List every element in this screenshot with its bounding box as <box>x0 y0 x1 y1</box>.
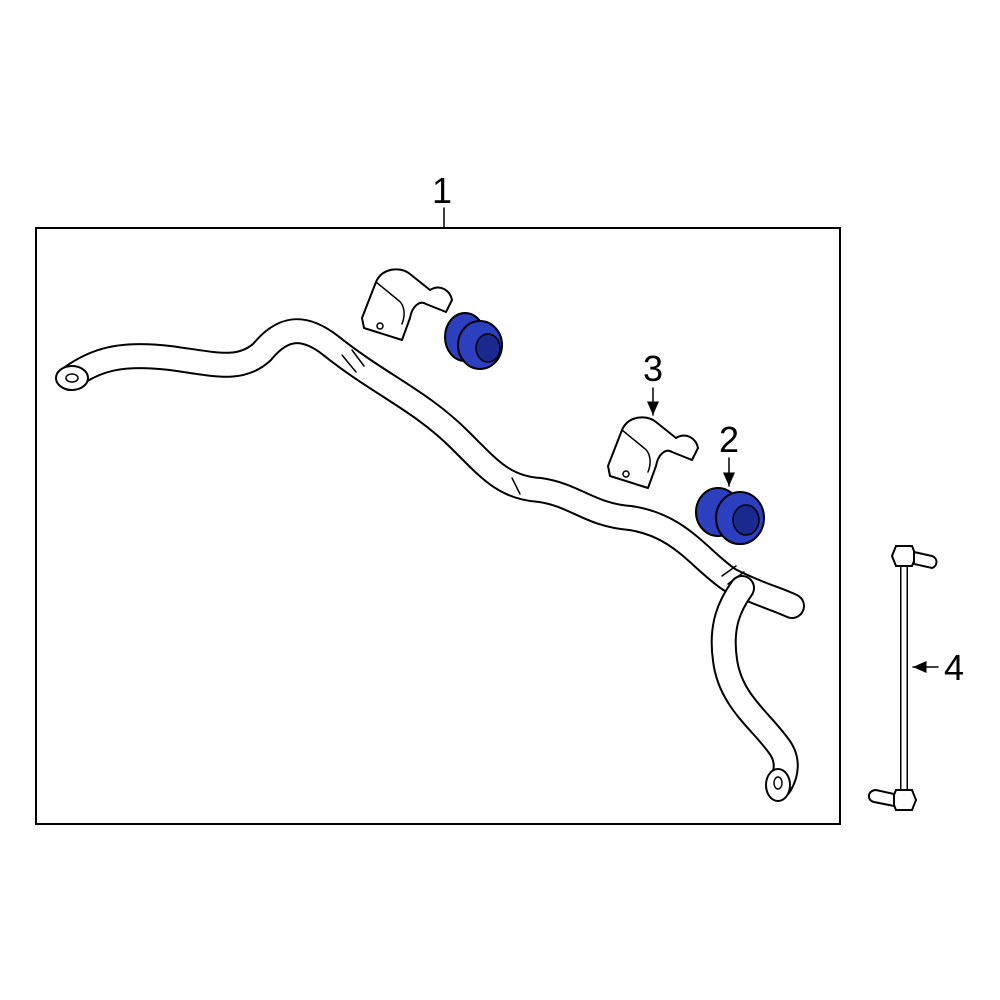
callout-1-label: 1 <box>432 170 452 211</box>
callout-4: 4 <box>912 647 964 688</box>
bushing-upper <box>444 312 503 370</box>
left-eye-end <box>55 365 89 391</box>
stabilizer-link-part-4 <box>868 545 938 811</box>
assembly-frame <box>35 227 841 825</box>
bracket-part-3 <box>607 416 699 489</box>
callout-2-label: 2 <box>719 419 739 460</box>
callout-4-label: 4 <box>944 647 964 688</box>
bracket-upper <box>361 268 453 341</box>
stabilizer-bar <box>55 318 805 802</box>
bushing-part-2 <box>695 487 765 545</box>
callout-2: 2 <box>719 419 739 487</box>
callout-1: 1 <box>432 170 452 229</box>
callout-3: 3 <box>643 348 663 416</box>
callout-3-label: 3 <box>643 348 663 389</box>
right-eye-end <box>765 768 791 802</box>
